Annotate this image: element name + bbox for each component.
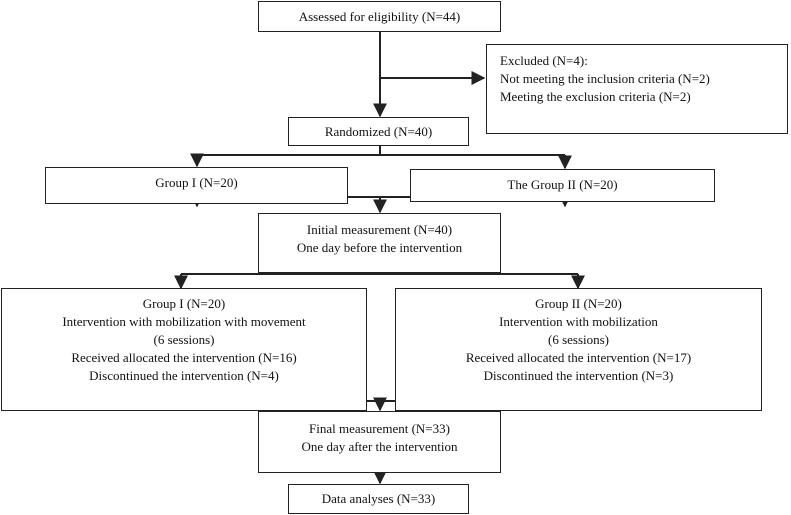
excluded-title: Excluded (N=4):	[500, 53, 588, 68]
initial-measurement-line2: One day before the intervention	[296, 240, 463, 255]
randomized-box: Randomized (N=40)	[288, 117, 469, 146]
eligibility-box: Assessed for eligibility (N=44)	[258, 1, 501, 32]
group2-detail-intervention: Intervention with mobilization	[499, 314, 658, 329]
randomized-label: Randomized (N=40)	[324, 124, 433, 139]
final-measurement-box: Final measurement (N=33) One day after t…	[258, 411, 501, 473]
final-measurement-line1: Final measurement (N=33)	[309, 421, 450, 436]
initial-measurement-box: Initial measurement (N=40) One day befor…	[258, 213, 501, 273]
group2-detail-box: Group II (N=20) Intervention with mobili…	[395, 288, 762, 411]
group1-detail-box: Group I (N=20) Intervention with mobiliz…	[1, 288, 367, 411]
data-analyses-box: Data analyses (N=33)	[288, 484, 469, 514]
group1-detail-sessions: (6 sessions)	[153, 332, 215, 347]
group2-detail-received: Received allocated the intervention (N=1…	[465, 350, 692, 365]
group1-detail-title: Group I (N=20)	[142, 296, 226, 311]
group1-detail-discontinued: Discontinued the intervention (N=4)	[89, 368, 279, 383]
excluded-exclusion: Meeting the exclusion criteria (N=2)	[500, 89, 691, 104]
group2-detail-title: Group II (N=20)	[535, 296, 622, 311]
group1-allocation-box: Group I (N=20)	[45, 167, 348, 204]
group1-detail-received: Received allocated the intervention (N=1…	[71, 350, 297, 365]
excluded-inclusion: Not meeting the inclusion criteria (N=2)	[500, 71, 710, 86]
group2-detail-sessions: (6 sessions)	[547, 332, 610, 347]
group1-detail-intervention: Intervention with mobilization with move…	[62, 314, 306, 329]
excluded-box: Excluded (N=4): Not meeting the inclusio…	[486, 44, 788, 134]
initial-measurement-line1: Initial measurement (N=40)	[306, 222, 453, 237]
group2-allocation-box: The Group II (N=20)	[410, 169, 715, 202]
group1-allocation-label: Group I (N=20)	[155, 175, 238, 190]
group2-detail-discontinued: Discontinued the intervention (N=3)	[483, 368, 674, 383]
final-measurement-line2: One day after the intervention	[301, 439, 458, 454]
eligibility-label: Assessed for eligibility (N=44)	[298, 9, 461, 24]
data-analyses-label: Data analyses (N=33)	[321, 491, 436, 506]
group2-allocation-label: The Group II (N=20)	[507, 177, 618, 192]
